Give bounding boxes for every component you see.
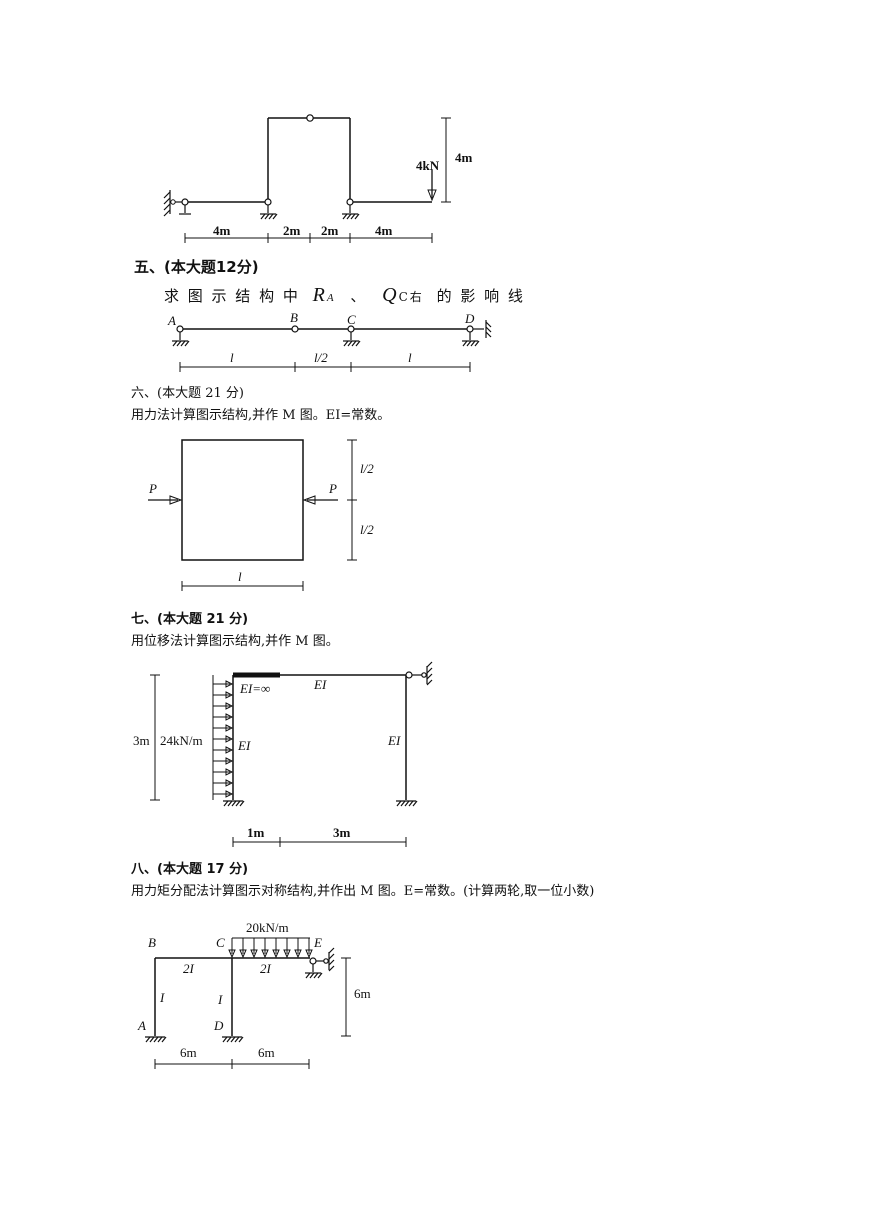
section-7-question: 用位移法计算图示结构,并作 M 图。 — [131, 634, 339, 649]
col-left-label: EI — [237, 738, 251, 753]
dim-v-1: l/2 — [360, 461, 374, 476]
load-p-left: P — [148, 481, 157, 496]
beam-left-label: 2I — [183, 961, 195, 976]
question-text: 求 图 示 结 构 中 — [164, 287, 300, 305]
section-8-question: 用力矩分配法计算图示对称结构,并作出 M 图。E=常数。(计算两轮,取一位小数) — [131, 884, 595, 899]
section-6-question: 用力法计算图示结构,并作 M 图。EI=常数。 — [131, 408, 391, 423]
height-label: 6m — [354, 986, 371, 1001]
dim-v-2: l/2 — [360, 522, 374, 537]
qc-symbol: Q — [382, 284, 399, 306]
col-right-label: EI — [387, 733, 401, 748]
fig4-dim-4: 4m — [375, 223, 393, 238]
section-6-title: 六、(本大题 21 分) — [131, 386, 244, 401]
section-5-title: 五、(本大题12分) — [134, 258, 259, 276]
dim-l-2: l — [408, 350, 412, 365]
separator: 、 — [350, 287, 368, 305]
beam-right-label: 2I — [260, 961, 272, 976]
point-c: C — [347, 312, 356, 327]
col-left-label: I — [159, 990, 165, 1005]
dim-h: l — [238, 569, 242, 584]
load-label: 20kN/m — [246, 920, 289, 935]
point-a: A — [167, 313, 176, 328]
fig4-dim-3: 2m — [321, 223, 339, 238]
question-tail: 的 影 响 线 — [436, 287, 525, 305]
dim-6m-2: 6m — [258, 1045, 275, 1060]
load-p-right: P — [328, 481, 337, 496]
section-8-title: 八、(本大题 17 分) — [131, 862, 249, 877]
dim-l-1: l — [230, 350, 234, 365]
height-label: 3m — [133, 733, 150, 748]
figure-8-frame: 20kN/m B C E A D — [137, 920, 371, 1069]
point-a: A — [137, 1018, 146, 1033]
fig4-load-label: 4kN — [416, 158, 440, 173]
beam-label: EI — [313, 677, 327, 692]
point-b: B — [290, 310, 298, 325]
qc-subscript: C右 — [398, 290, 424, 304]
dim-1m: 1m — [247, 825, 265, 840]
fig4-height-label: 4m — [455, 150, 473, 165]
figure-5-beam: A B C D l l/2 l — [167, 310, 492, 372]
point-d: D — [213, 1018, 224, 1033]
section-7-title: 七、(本大题 21 分) — [131, 612, 249, 627]
point-d: D — [464, 311, 475, 326]
dim-3m: 3m — [333, 825, 351, 840]
ra-subscript: A — [326, 292, 336, 304]
figure-6-frame: P P l/2 l/2 l — [148, 439, 374, 591]
point-c: C — [216, 935, 225, 950]
ra-symbol: R — [312, 284, 327, 306]
beam-rigid-label: EI=∞ — [239, 681, 270, 696]
fig4-dim-1: 4m — [213, 223, 231, 238]
figure-4-frame: 4kN 4m 4m 2m 2m 4m — [163, 114, 473, 243]
col-mid-label: I — [217, 992, 223, 1007]
load-label: 24kN/m — [160, 733, 203, 748]
point-b: B — [148, 935, 156, 950]
point-e: E — [313, 935, 322, 950]
fig4-dim-2: 2m — [283, 223, 301, 238]
section-5-question: 求 图 示 结 构 中 RA 、 QC右 的 影 响 线 — [164, 284, 525, 307]
dim-l-half: l/2 — [314, 350, 328, 365]
dim-6m-1: 6m — [180, 1045, 197, 1060]
figure-7-frame: EI=∞ EI EI EI 24kN/m 3m 1m 3m — [133, 661, 433, 847]
